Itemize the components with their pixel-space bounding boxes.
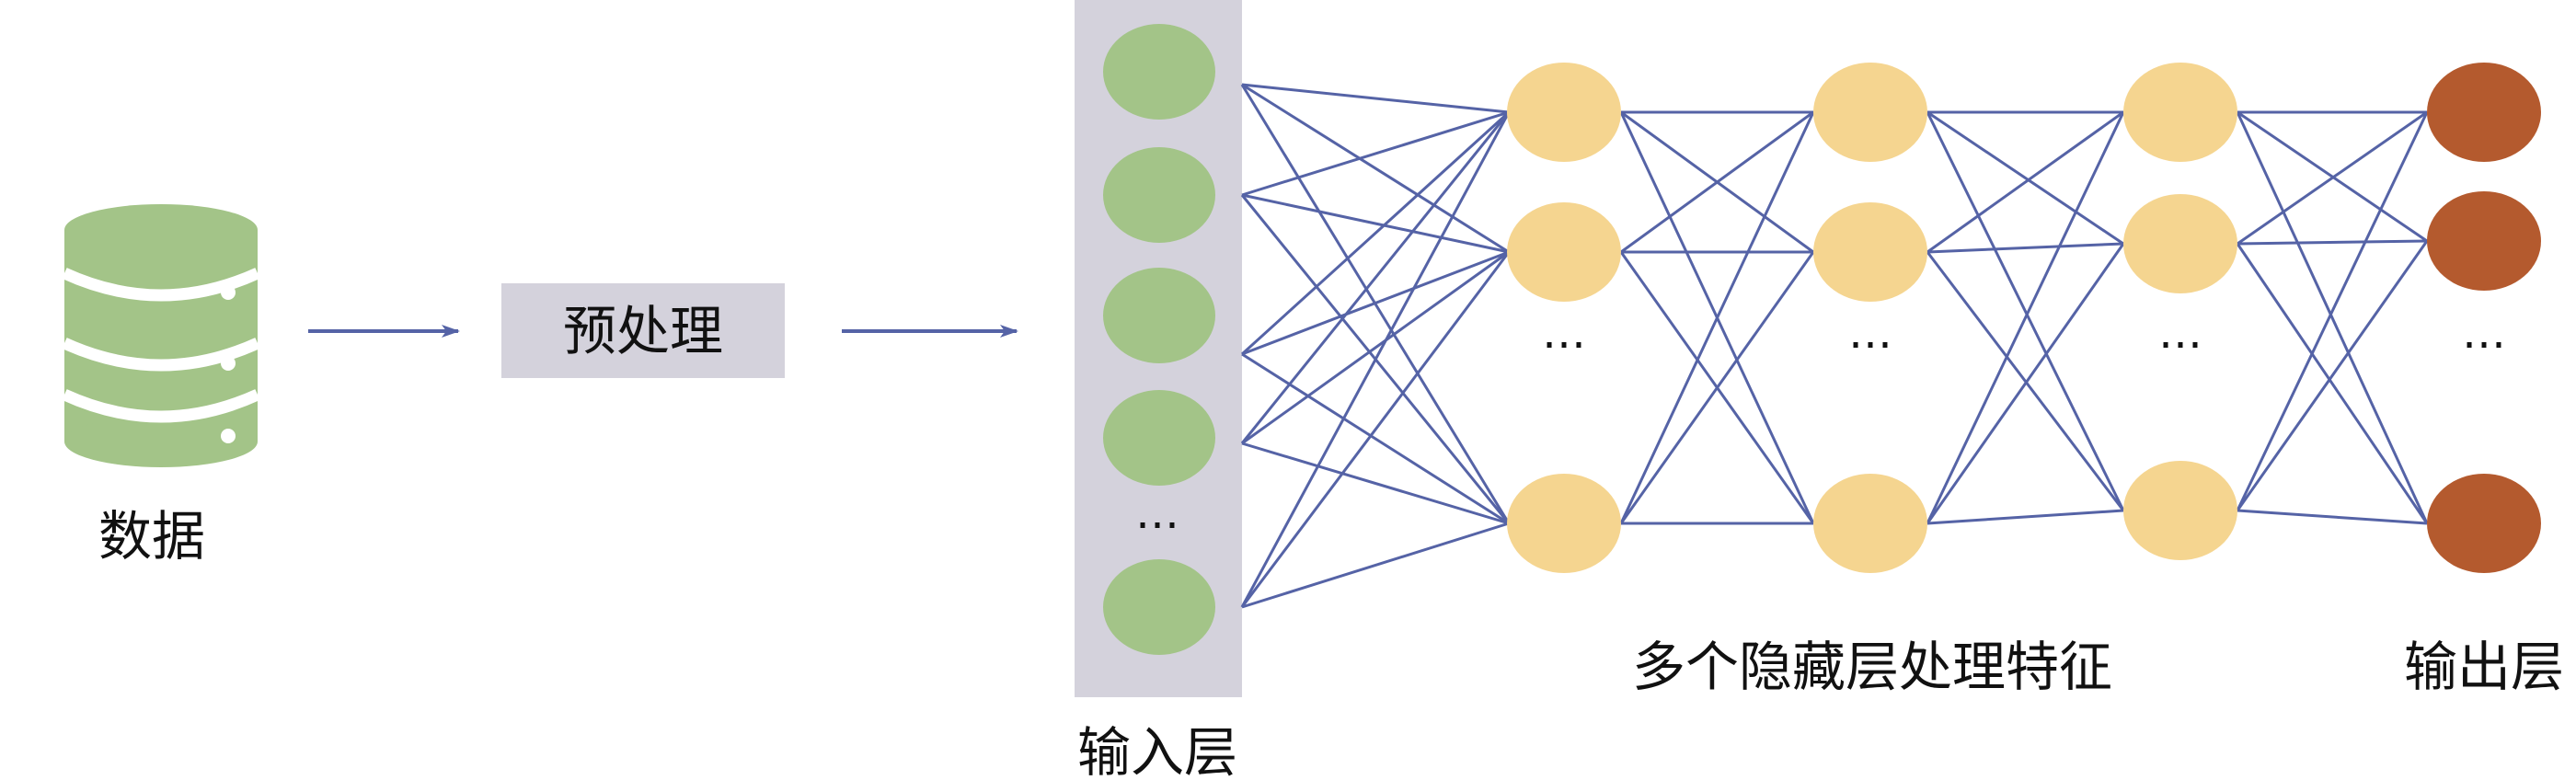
network-edge bbox=[1926, 110, 2124, 254]
output-node bbox=[2427, 63, 2541, 162]
network-edge bbox=[2237, 509, 2428, 525]
network-edge bbox=[1240, 111, 1511, 608]
input-node bbox=[1103, 268, 1215, 363]
hidden-node bbox=[1813, 474, 1927, 573]
network-edge bbox=[1926, 111, 2125, 524]
hidden-node bbox=[1507, 202, 1621, 302]
input-node bbox=[1103, 24, 1215, 120]
network-edges bbox=[1240, 83, 2429, 609]
hidden-layer-1-ellipsis: … bbox=[1542, 307, 1586, 359]
network-edge bbox=[1241, 193, 1510, 254]
output-layer-nodes bbox=[2427, 63, 2541, 573]
hidden-layer-2-ellipsis: … bbox=[1848, 307, 1892, 359]
network-edge bbox=[1240, 111, 1511, 444]
network-edge bbox=[1620, 110, 1814, 254]
database-icon bbox=[62, 204, 260, 467]
preprocess-label: 预处理 bbox=[563, 300, 723, 362]
input-node bbox=[1103, 147, 1215, 243]
hidden-node bbox=[1507, 474, 1621, 573]
network-edge bbox=[2237, 110, 2428, 246]
network-edge bbox=[2236, 111, 2429, 511]
hidden-node bbox=[1813, 63, 1927, 162]
hidden-layer-2-nodes bbox=[1813, 63, 1927, 573]
network-edge bbox=[1619, 111, 1815, 524]
network-edge bbox=[1926, 110, 2124, 246]
hidden-node bbox=[2123, 194, 2237, 293]
network-edge bbox=[1241, 250, 1510, 356]
hidden-node bbox=[1813, 202, 1927, 302]
hidden-node bbox=[2123, 63, 2237, 162]
hidden-node bbox=[2123, 461, 2237, 560]
output-node bbox=[2427, 191, 2541, 291]
network-edge bbox=[1926, 509, 2124, 525]
data-label: 数据 bbox=[98, 505, 205, 568]
network-edge bbox=[1241, 352, 1510, 525]
output-layer-ellipsis: … bbox=[2462, 307, 2506, 359]
hidden-layer-1-nodes bbox=[1507, 63, 1621, 573]
input-layer-label: 输入层 bbox=[1077, 721, 1237, 780]
hidden-node bbox=[1507, 63, 1621, 162]
network-edge bbox=[1241, 250, 1510, 445]
output-layer-label: 输出层 bbox=[2404, 636, 2564, 698]
output-node bbox=[2427, 474, 2541, 573]
network-edge bbox=[1240, 251, 1511, 608]
hidden-layer-3-ellipsis: … bbox=[2158, 307, 2202, 359]
network-edge bbox=[1926, 242, 2124, 254]
input-node bbox=[1103, 390, 1215, 486]
hidden-layer-3-nodes bbox=[2123, 63, 2237, 560]
network-edge bbox=[1241, 83, 1510, 254]
network-edge bbox=[2236, 243, 2429, 524]
network-edge bbox=[1241, 110, 1510, 197]
network-edge bbox=[1926, 243, 2125, 524]
network-edge bbox=[1241, 83, 1510, 114]
network-edge bbox=[1241, 522, 1510, 609]
input-ellipsis: … bbox=[1135, 488, 1179, 539]
network-edge bbox=[2236, 240, 2429, 511]
input-layer-nodes bbox=[1103, 24, 1215, 655]
network-edge bbox=[1241, 442, 1510, 525]
hidden-layers-label: 多个隐藏层处理特征 bbox=[1632, 636, 2112, 698]
input-node bbox=[1103, 559, 1215, 655]
network-edge bbox=[1240, 110, 1511, 356]
network-edge bbox=[2237, 239, 2428, 246]
network-edge bbox=[2236, 111, 2429, 524]
network-edge bbox=[1926, 111, 2125, 511]
network-edge bbox=[1619, 251, 1815, 524]
preprocess-box bbox=[501, 283, 785, 378]
